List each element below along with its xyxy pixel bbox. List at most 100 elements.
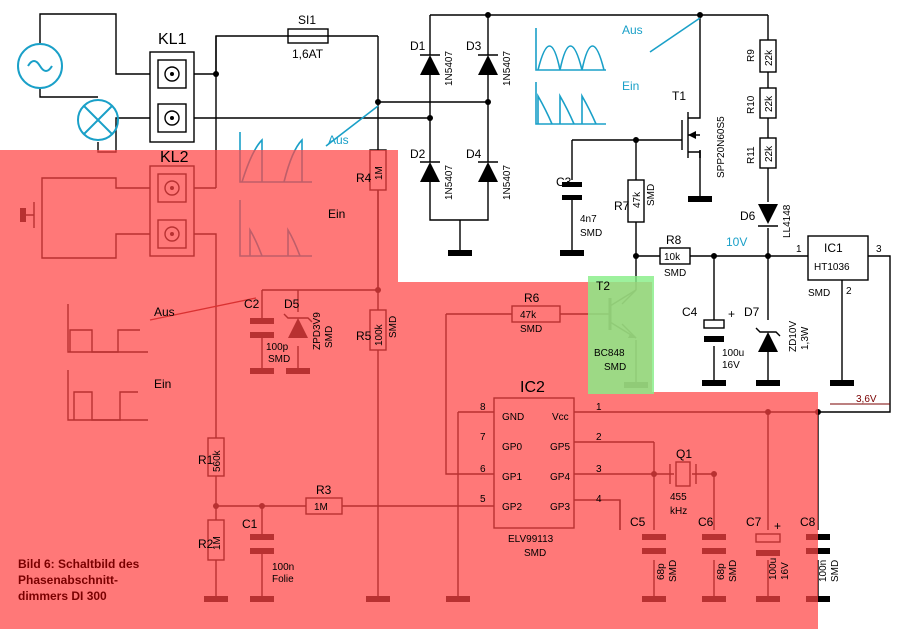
label-r5: R5 — [356, 329, 372, 343]
label-ic2-pkg: SMD — [524, 548, 546, 559]
label-t2: T2 — [596, 279, 610, 293]
label-d2-val: 1N5407 — [444, 165, 455, 200]
label-d4: D4 — [466, 147, 482, 161]
label-r1-val: 560k — [212, 449, 223, 472]
label-c4: C4 — [682, 305, 698, 319]
label-t2-val: BC848 — [594, 348, 625, 359]
lamp — [77, 99, 119, 141]
label-r11-val: 22k — [764, 145, 775, 162]
resistor-r10 — [759, 87, 777, 119]
label-ic1-pkg: SMD — [808, 288, 830, 299]
label-d3-val: 1N5407 — [502, 51, 513, 86]
label-r4: R4 — [356, 171, 372, 185]
label-ic2-gp0: GP0 — [502, 442, 522, 453]
label-d4-val: 1N5407 — [502, 165, 513, 200]
label-aus-mid: Aus — [328, 133, 349, 147]
label-d3: D3 — [466, 39, 482, 53]
ic1 — [807, 235, 869, 281]
label-r8-val: 10k — [664, 252, 681, 263]
label-si1-val: 1,6AT — [292, 47, 324, 61]
label-pin1: 1 — [596, 402, 602, 413]
label-c4-plus: + — [728, 307, 735, 321]
resistor-r9 — [759, 39, 777, 73]
label-pin2: 2 — [596, 432, 602, 443]
mosfet-t1 — [681, 110, 701, 158]
label-c6: C6 — [698, 515, 714, 529]
label-r6: R6 — [524, 291, 540, 305]
labels: KL1 KL2 SI1 1,6AT D1 1N5407 D3 1N5407 D2… — [18, 13, 882, 603]
label-d5: D5 — [284, 297, 300, 311]
label-c6-pkg: SMD — [728, 560, 739, 582]
label-c5: C5 — [630, 515, 646, 529]
terminal-kl1 — [149, 51, 195, 143]
label-ic1-pin3: 3 — [876, 244, 882, 255]
label-10v: 10V — [726, 235, 747, 249]
fuse-si1 — [287, 28, 329, 44]
label-c5-val: 68p — [656, 563, 667, 580]
figure-caption-line3: dimmers DI 300 — [18, 589, 107, 603]
label-r2: R2 — [198, 537, 214, 551]
label-c1-type: Folie — [272, 574, 294, 585]
label-c4-val: 100u — [722, 348, 744, 359]
resistor-r11 — [759, 137, 777, 169]
label-r6-val: 47k — [520, 310, 537, 321]
label-ic1: IC1 — [824, 241, 843, 255]
label-c3-val: 4n7 — [580, 214, 597, 225]
label-d1-val: 1N5407 — [444, 51, 455, 86]
label-d7-val: ZD10V — [788, 321, 799, 352]
label-pin3: 3 — [596, 464, 602, 475]
label-r10-val: 22k — [764, 95, 775, 112]
label-c7-val: 100u — [768, 558, 779, 580]
label-r4-val: 1M — [374, 166, 385, 180]
label-ic2-gp4: GP4 — [550, 472, 570, 483]
label-q1: Q1 — [676, 447, 692, 461]
label-ic2: IC2 — [520, 379, 545, 396]
capacitor-c4 — [703, 319, 725, 342]
label-pin7: 7 — [480, 432, 486, 443]
resistor-r8 — [659, 247, 691, 265]
waveform-aus-top — [535, 17, 701, 71]
label-r3: R3 — [316, 483, 332, 497]
label-ic2-gp5: GP5 — [550, 442, 570, 453]
ac-source — [17, 43, 63, 89]
label-t1: T1 — [672, 89, 686, 103]
red-highlight-overlay — [0, 150, 818, 629]
label-aus-top: Aus — [622, 23, 643, 37]
label-aus-low: Aus — [154, 305, 175, 319]
label-c1: C1 — [242, 517, 258, 531]
label-r8: R8 — [666, 233, 682, 247]
figure-caption-line2: Phasenabschnitt- — [18, 573, 118, 587]
diode-d2 — [420, 161, 440, 182]
figure-caption-line1: Bild 6: Schaltbild des — [18, 557, 140, 571]
label-c7: C7 — [746, 515, 762, 529]
label-ic2-gp2: GP2 — [502, 502, 522, 513]
diode-d1 — [420, 54, 440, 75]
label-c5-pkg: SMD — [668, 560, 679, 582]
label-r1: R1 — [198, 453, 214, 467]
label-d7-pow: 1,3W — [800, 326, 811, 350]
label-pin4: 4 — [596, 494, 602, 505]
label-kl1: KL1 — [158, 31, 187, 48]
label-r11: R11 — [746, 146, 757, 164]
label-pin5: 5 — [480, 494, 486, 505]
label-r7-pkg: SMD — [646, 184, 657, 206]
label-pin6: 6 — [480, 464, 486, 475]
label-ein-top: Ein — [622, 79, 639, 93]
label-ic2-gp1: GP1 — [502, 472, 522, 483]
label-d1: D1 — [410, 39, 426, 53]
label-d5-pkg: SMD — [324, 326, 335, 348]
label-d7: D7 — [744, 305, 760, 319]
diode-d6 — [758, 204, 778, 227]
green-highlight-overlay — [588, 276, 654, 394]
label-c1-val: 100n — [272, 562, 294, 573]
label-d2: D2 — [410, 147, 426, 161]
label-c8-val: 100n — [818, 560, 829, 582]
label-c3: C3 — [556, 175, 572, 189]
label-ic1-val: HT1036 — [814, 262, 850, 273]
label-r8-pkg: SMD — [664, 268, 686, 279]
label-r9-val: 22k — [764, 49, 775, 66]
label-kl2: KL2 — [160, 149, 189, 166]
label-r9: R9 — [746, 49, 757, 62]
label-c8: C8 — [800, 515, 816, 529]
